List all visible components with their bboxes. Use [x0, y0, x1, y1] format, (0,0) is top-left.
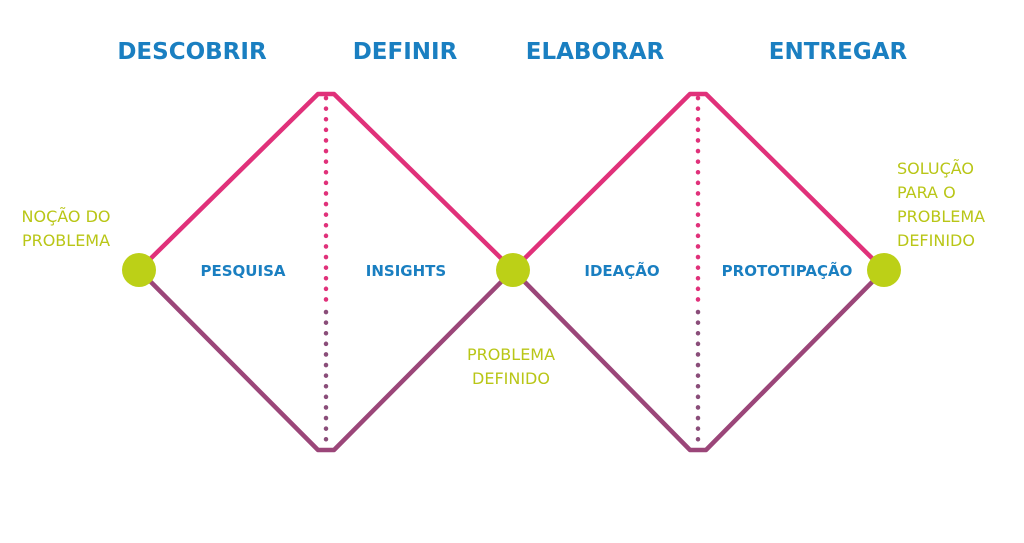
- milestone-start-line-1: NOÇÃO DO: [22, 207, 111, 226]
- milestone-end-line-2: PARA O: [897, 183, 956, 202]
- node-start: [122, 253, 156, 287]
- milestone-middle-line-2: DEFINIDO: [472, 369, 550, 388]
- diamond-2-top-edge: [510, 91, 887, 273]
- milestone-end-line-4: DEFINIDO: [897, 231, 975, 250]
- activity-pesquisa: PESQUISA: [201, 262, 286, 280]
- phase-title-definir: DEFINIR: [353, 39, 458, 65]
- milestone-end-line-3: PROBLEMA: [897, 207, 985, 226]
- activity-prototipacao: PROTOTIPAÇÃO: [722, 261, 853, 280]
- diamond-1-bottom-edge: [136, 267, 516, 453]
- milestone-start-line-2: PROBLEMA: [22, 231, 110, 250]
- activity-ideacao: IDEAÇÃO: [584, 261, 659, 280]
- phase-title-entregar: ENTREGAR: [769, 39, 908, 65]
- activity-insights: INSIGHTS: [366, 262, 446, 280]
- diamond-2-bottom-edge: [510, 267, 887, 453]
- node-end: [867, 253, 901, 287]
- milestone-end-line-1: SOLUÇÃO: [897, 159, 974, 178]
- milestone-middle-line-1: PROBLEMA: [467, 345, 555, 364]
- phase-title-elaborar: ELABORAR: [526, 39, 665, 65]
- phase-title-descobrir: DESCOBRIR: [117, 39, 267, 65]
- diamond-1-top-edge: [136, 91, 516, 273]
- node-middle: [496, 253, 530, 287]
